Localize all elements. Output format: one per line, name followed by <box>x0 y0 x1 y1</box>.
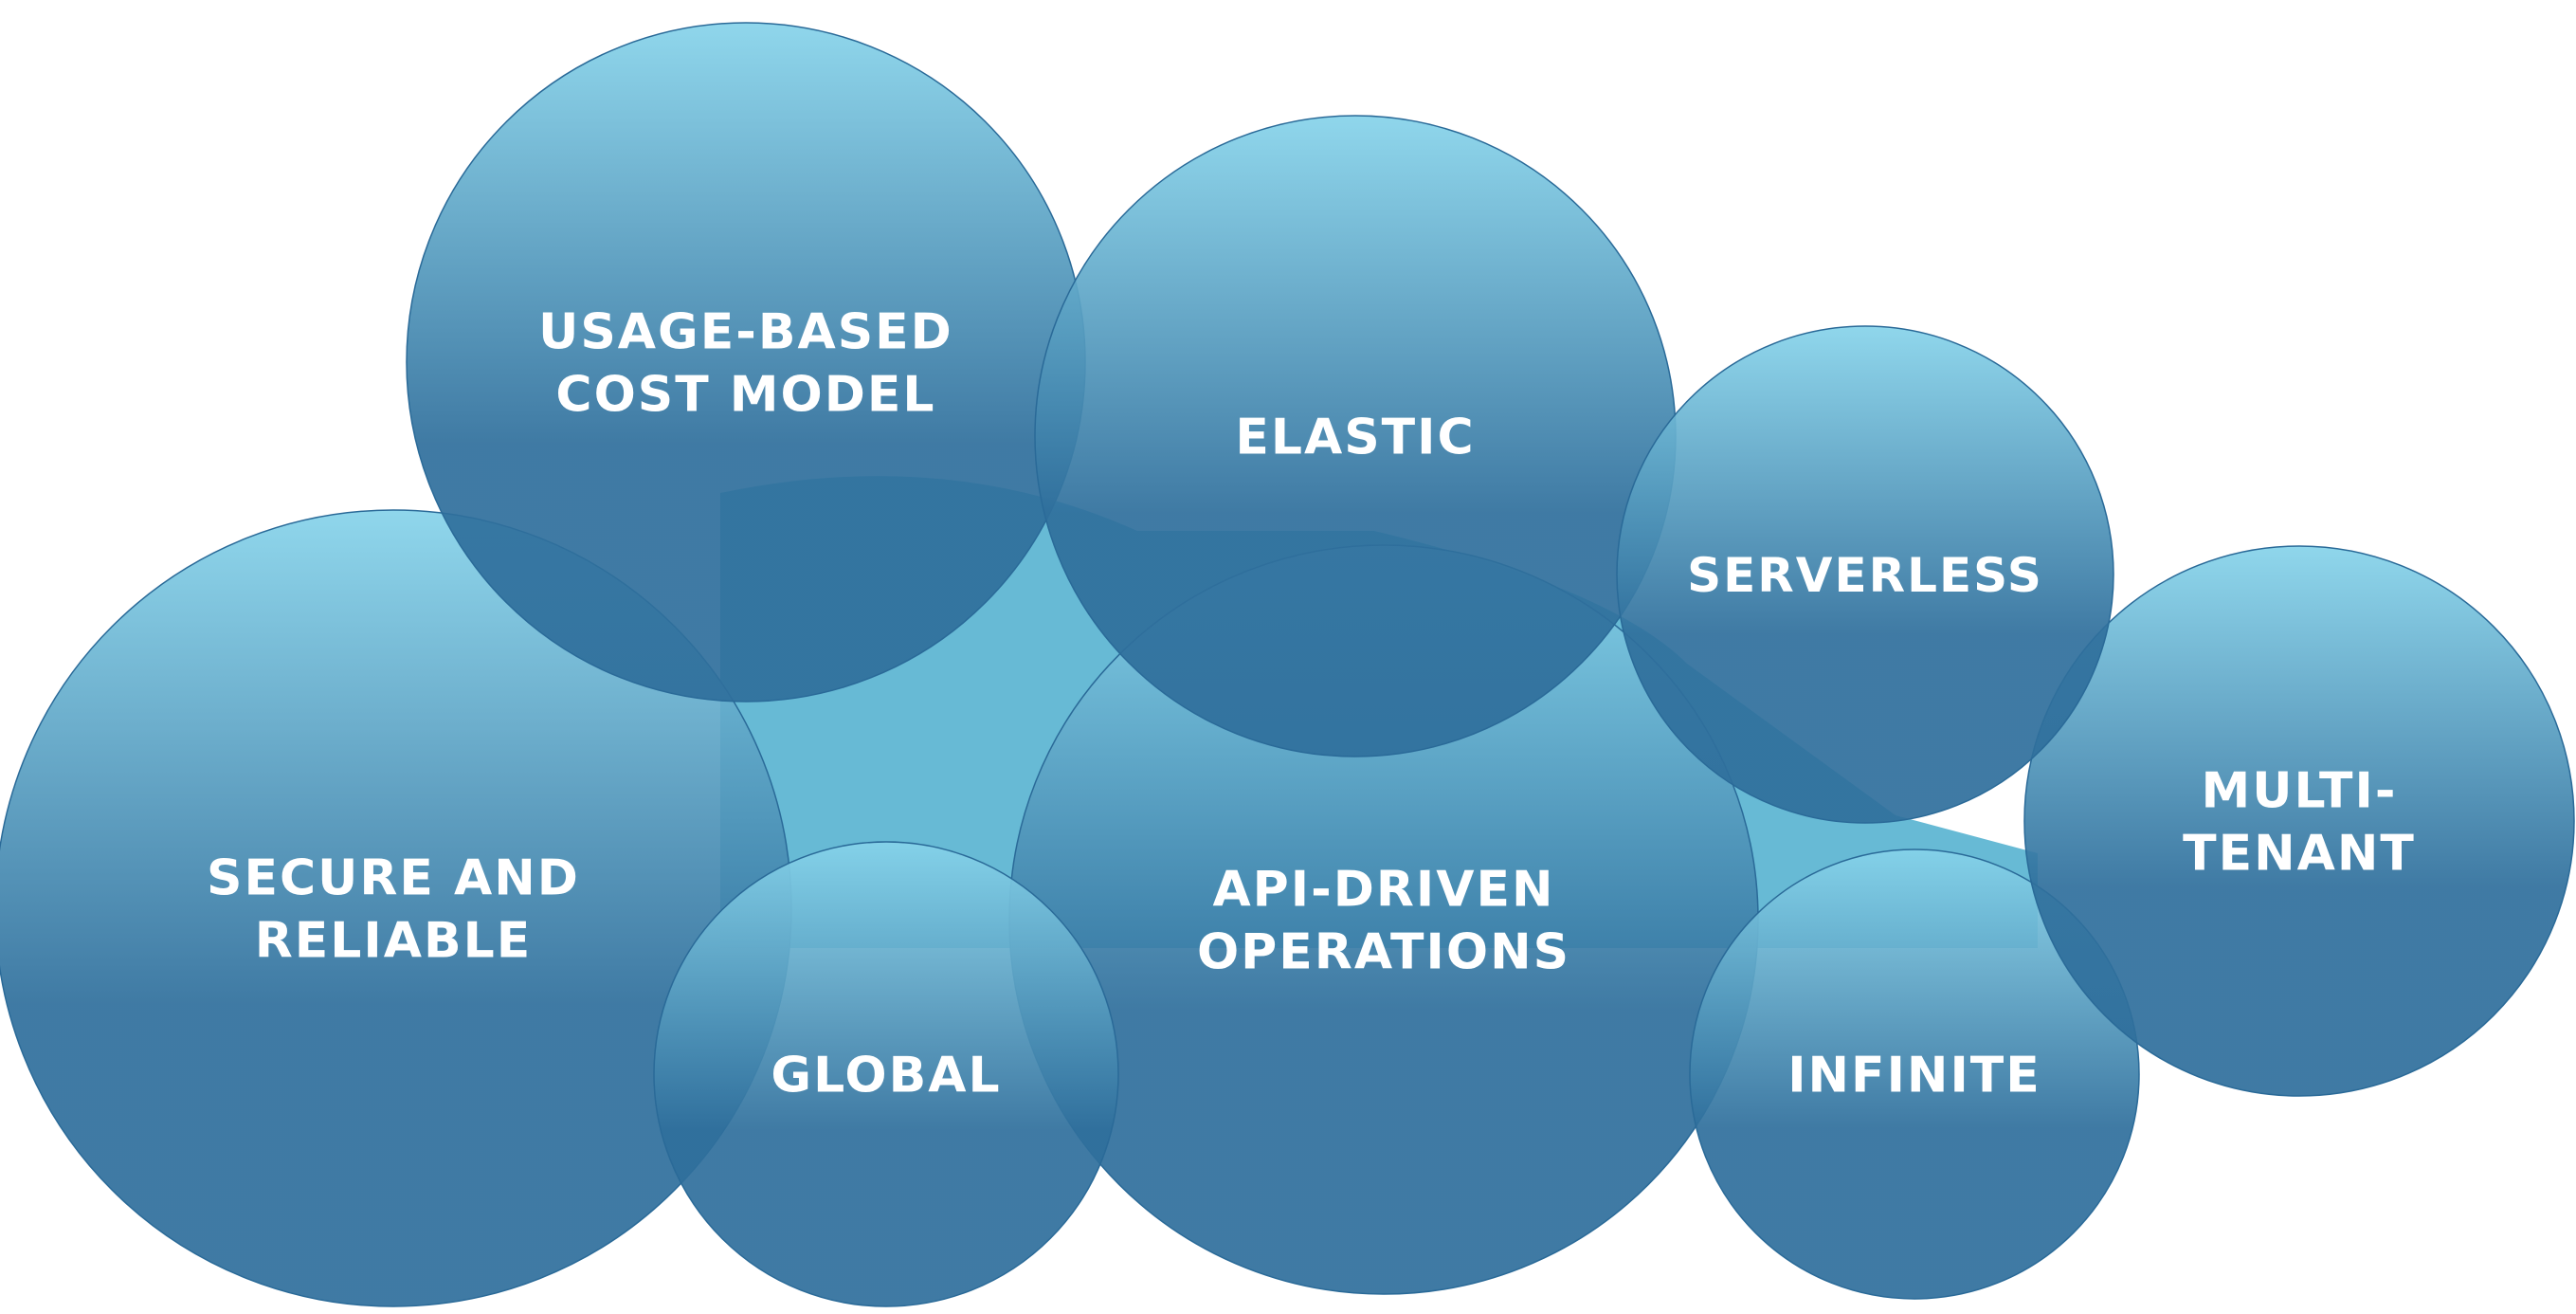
bubble-infinite: INFINITE <box>1689 849 2140 1300</box>
bubble-usage-based-cost-model: USAGE-BASED COST MODEL <box>406 22 1086 703</box>
bubble-label-infinite-line-1: INFINITE <box>1787 1048 2041 1104</box>
bubble-multi-tenant: MULTI- TENANT <box>2023 545 2575 1097</box>
bubble-secure-and-reliable: SECURE AND RELIABLE <box>0 509 792 1307</box>
bubble-serverless: SERVERLESS <box>1616 325 2114 824</box>
bubble-label-usage-based-cost-model-line-1: USAGE-BASED <box>538 304 953 361</box>
bubble-label-api-driven-operations-line-1: API-DRIVEN <box>1212 862 1554 919</box>
bubble-label-secure-and-reliable-line-1: SECURE AND <box>207 850 580 907</box>
bubble-label-multi-tenant-line-1: MULTI- <box>2202 763 2398 820</box>
bubble-circle-usage-based-cost-model <box>406 22 1086 703</box>
bubble-label-elastic-line-1: ELASTIC <box>1235 410 1475 466</box>
bubble-circle-multi-tenant <box>2023 545 2575 1097</box>
bubble-label-serverless-line-1: SERVERLESS <box>1687 548 2043 603</box>
bubble-elastic: ELASTIC <box>1034 115 1677 757</box>
bubble-circle-serverless <box>1616 325 2114 824</box>
bubble-circle-global <box>653 841 1119 1307</box>
bubble-global: GLOBAL <box>653 841 1119 1307</box>
bubble-label-api-driven-operations-line-2: OPERATIONS <box>1197 924 1570 981</box>
bubble-label-multi-tenant-line-2: TENANT <box>2183 826 2416 883</box>
bubble-label-usage-based-cost-model-line-2: COST MODEL <box>555 367 935 424</box>
bubble-circle-infinite <box>1689 849 2140 1300</box>
bubble-label-global-line-1: GLOBAL <box>771 1048 1001 1104</box>
bubble-label-secure-and-reliable-line-2: RELIABLE <box>255 913 533 970</box>
